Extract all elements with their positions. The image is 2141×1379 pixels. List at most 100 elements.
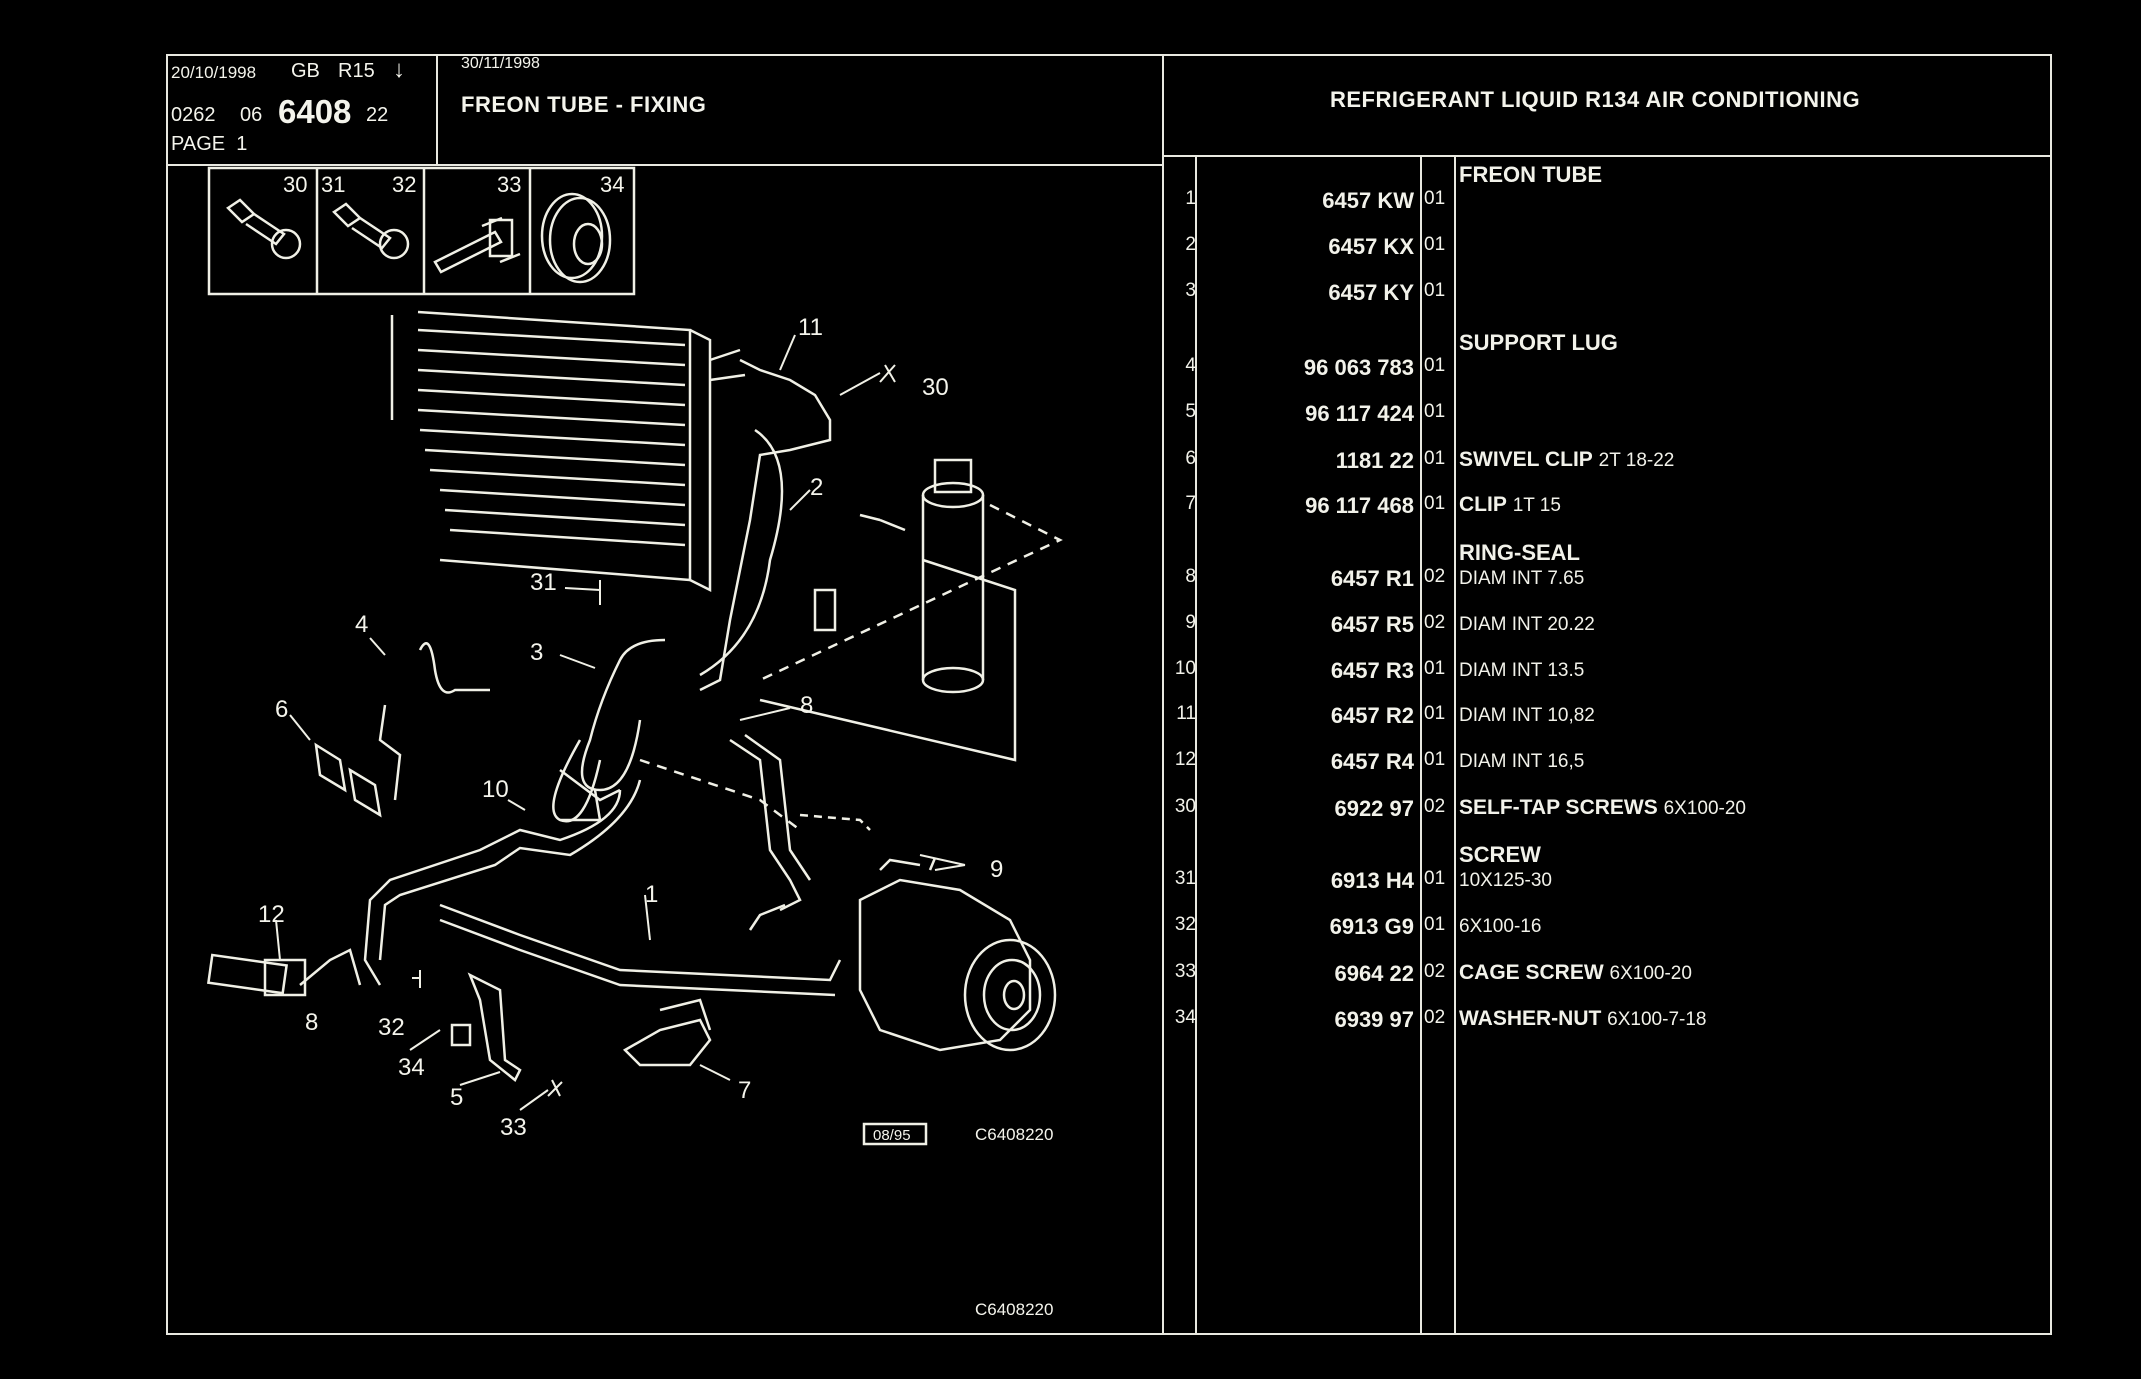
table-row: 10 6457 R3 01 DIAM INT 13.5 [0, 658, 2141, 698]
row-reference: 6913 G9 [1329, 914, 1414, 939]
freon-tubes [206, 358, 871, 997]
row-quantity: 01 [1424, 658, 1446, 679]
row-number: 33 [1174, 961, 1196, 982]
table-row: 30 6922 97 02 SELF-TAP SCREWS 6X100-20 [0, 796, 2141, 836]
inset-number-31: 31 [321, 172, 345, 197]
row-spec: DIAM INT 20.22 [1459, 614, 1595, 635]
row-quantity: 01 [1424, 401, 1446, 422]
drier-bottle [759, 458, 1063, 762]
row-number: 7 [1185, 493, 1196, 514]
row-spec: 6X100-20 [1663, 798, 1746, 819]
row-reference: 6457 R5 [1330, 612, 1414, 637]
row-reference: 6457 KX [1328, 234, 1414, 259]
callout-2: 2 [810, 474, 823, 501]
callout-5: 5 [450, 1084, 463, 1111]
callout-3: 3 [530, 639, 543, 666]
row-quantity: 01 [1424, 749, 1446, 770]
row-reference: 6457 KY [1328, 280, 1414, 305]
row-reference: 96 117 424 [1305, 401, 1414, 426]
row-spec: DIAM INT 10,82 [1459, 705, 1595, 726]
row-quantity: 01 [1424, 868, 1446, 889]
code-c: 22 [366, 104, 389, 126]
group-heading-screw: SCREW [1459, 842, 1541, 867]
callout-6: 6 [275, 696, 288, 723]
section-title: FREON TUBE - FIXING [461, 92, 707, 117]
callout-32: 32 [378, 1014, 405, 1041]
code-b: 06 [240, 104, 263, 126]
row-quantity: 01 [1424, 280, 1446, 301]
callout-11: 11 [798, 314, 823, 341]
row-reference: 1181 22 [1335, 448, 1414, 473]
diagram-code-bottom: C6408220 [975, 1300, 1053, 1319]
divider-right-header-bottom [1162, 155, 2052, 157]
row-spec: 10X125-30 [1459, 870, 1552, 891]
table-row: 8 6457 R1 02 DIAM INT 7.65 [0, 566, 2141, 606]
language-code: GB [291, 60, 320, 82]
revision-code: R15 [338, 60, 375, 82]
row-number: 1 [1185, 188, 1196, 209]
row-description: CLIP [1459, 493, 1507, 516]
inset-number-33: 33 [497, 172, 521, 197]
row-spec: DIAM INT 7.65 [1459, 568, 1585, 589]
row-quantity: 01 [1424, 914, 1446, 935]
row-quantity: 02 [1424, 796, 1446, 817]
row-quantity: 02 [1424, 566, 1446, 587]
callout-8-lower: 8 [305, 1009, 318, 1036]
row-reference: 96 063 783 [1303, 355, 1414, 380]
row-quantity: 01 [1424, 234, 1446, 255]
row-number: 6 [1185, 448, 1196, 469]
table-row: 1 6457 KW 01 [0, 188, 2141, 228]
row-description: WASHER-NUT [1459, 1007, 1602, 1030]
diagram-date-box [862, 1122, 928, 1146]
row-reference: 96 117 468 [1305, 493, 1414, 518]
row-reference: 6457 R4 [1330, 749, 1414, 774]
row-number: 4 [1185, 355, 1196, 376]
row-quantity: 01 [1424, 493, 1446, 514]
callout-12: 12 [258, 901, 285, 928]
row-spec: 1T 15 [1512, 495, 1561, 516]
table-row: 11 6457 R2 01 DIAM INT 10,82 [0, 703, 2141, 743]
divider-header-bottom [166, 164, 1164, 166]
row-description: SWIVEL CLIP [1459, 448, 1593, 471]
row-spec: 6X100-7-18 [1607, 1009, 1707, 1030]
callout-34: 34 [398, 1054, 425, 1081]
row-reference: 6913 H4 [1330, 868, 1414, 893]
callout-7: 7 [738, 1077, 751, 1104]
row-number: 8 [1185, 566, 1196, 587]
table-row: 33 6964 22 02 CAGE SCREW 6X100-20 [0, 961, 2141, 1001]
compressor-drawing [858, 857, 1057, 1052]
code-a: 0262 [171, 104, 216, 126]
leader-lines [275, 334, 966, 1111]
code-main: 6408 [278, 93, 352, 130]
row-spec: DIAM INT 16,5 [1459, 751, 1585, 772]
row-quantity: 02 [1424, 612, 1446, 633]
column-line-ref-right [1454, 155, 1456, 1335]
diagram-date: 08/95 [873, 1127, 911, 1144]
row-description: SELF-TAP SCREWS [1459, 796, 1658, 819]
column-line-ref-left [1420, 155, 1422, 1335]
table-row: 6 1181 22 01 SWIVEL CLIP 2T 18-22 [0, 448, 2141, 488]
clips-lugs [314, 642, 712, 1082]
table-row: 2 6457 KX 01 [0, 234, 2141, 274]
table-row: 7 96 117 468 01 CLIP 1T 15 [0, 493, 2141, 533]
row-number: 34 [1174, 1007, 1196, 1028]
row-description: CAGE SCREW [1459, 961, 1604, 984]
divider-header-cell [436, 54, 438, 166]
row-quantity: 01 [1424, 355, 1446, 376]
row-reference: 6457 KW [1322, 188, 1414, 213]
callout-33: 33 [500, 1114, 527, 1141]
inset-number-32: 32 [392, 172, 416, 197]
group-heading-freon-tube: FREON TUBE [1459, 162, 1602, 187]
row-reference: 6922 97 [1334, 796, 1414, 821]
down-arrow-icon: ↓ [393, 56, 405, 83]
column-line-num [1195, 155, 1197, 1335]
divider-left-right [1162, 54, 1164, 1335]
page-number: PAGE 1 [171, 133, 248, 155]
callout-1: 1 [645, 881, 658, 908]
row-number: 32 [1174, 914, 1196, 935]
row-quantity: 01 [1424, 188, 1446, 209]
table-row: 32 6913 G9 01 6X100-16 [0, 914, 2141, 954]
table-row: 31 6913 H4 01 10X125-30 [0, 868, 2141, 908]
